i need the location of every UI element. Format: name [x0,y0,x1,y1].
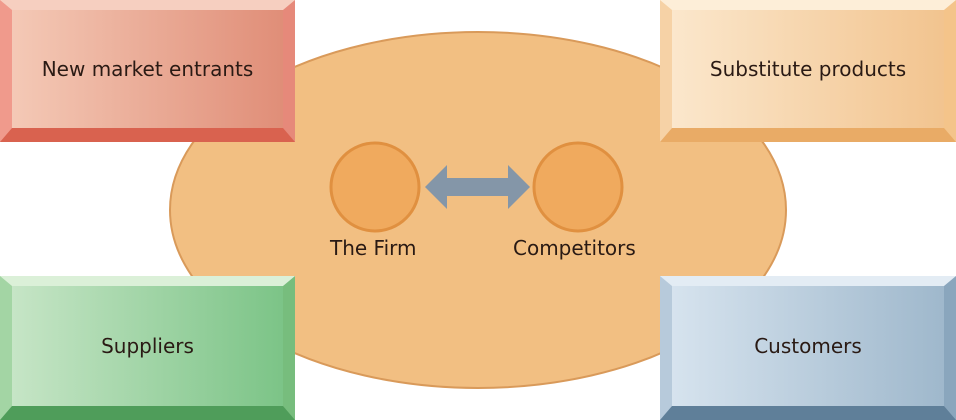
suppliers-label: Suppliers [101,334,194,358]
suppliers-box: Suppliers [0,276,295,420]
substitute-products-box: Substitute products [660,0,956,142]
customers-box: Customers [660,276,956,420]
substitute-products-label: Substitute products [709,57,907,81]
new-market-entrants-label: New market entrants [41,57,254,81]
customers-label: Customers [754,334,862,358]
firm-circle [329,141,421,233]
competitors-circle [532,141,624,233]
industry-ellipse [169,31,787,389]
firm-label: The Firm [330,236,417,260]
competitors-label: Competitors [513,236,636,260]
new-market-entrants-box: New market entrants [0,0,295,142]
rivalry-double-arrow [425,165,530,209]
